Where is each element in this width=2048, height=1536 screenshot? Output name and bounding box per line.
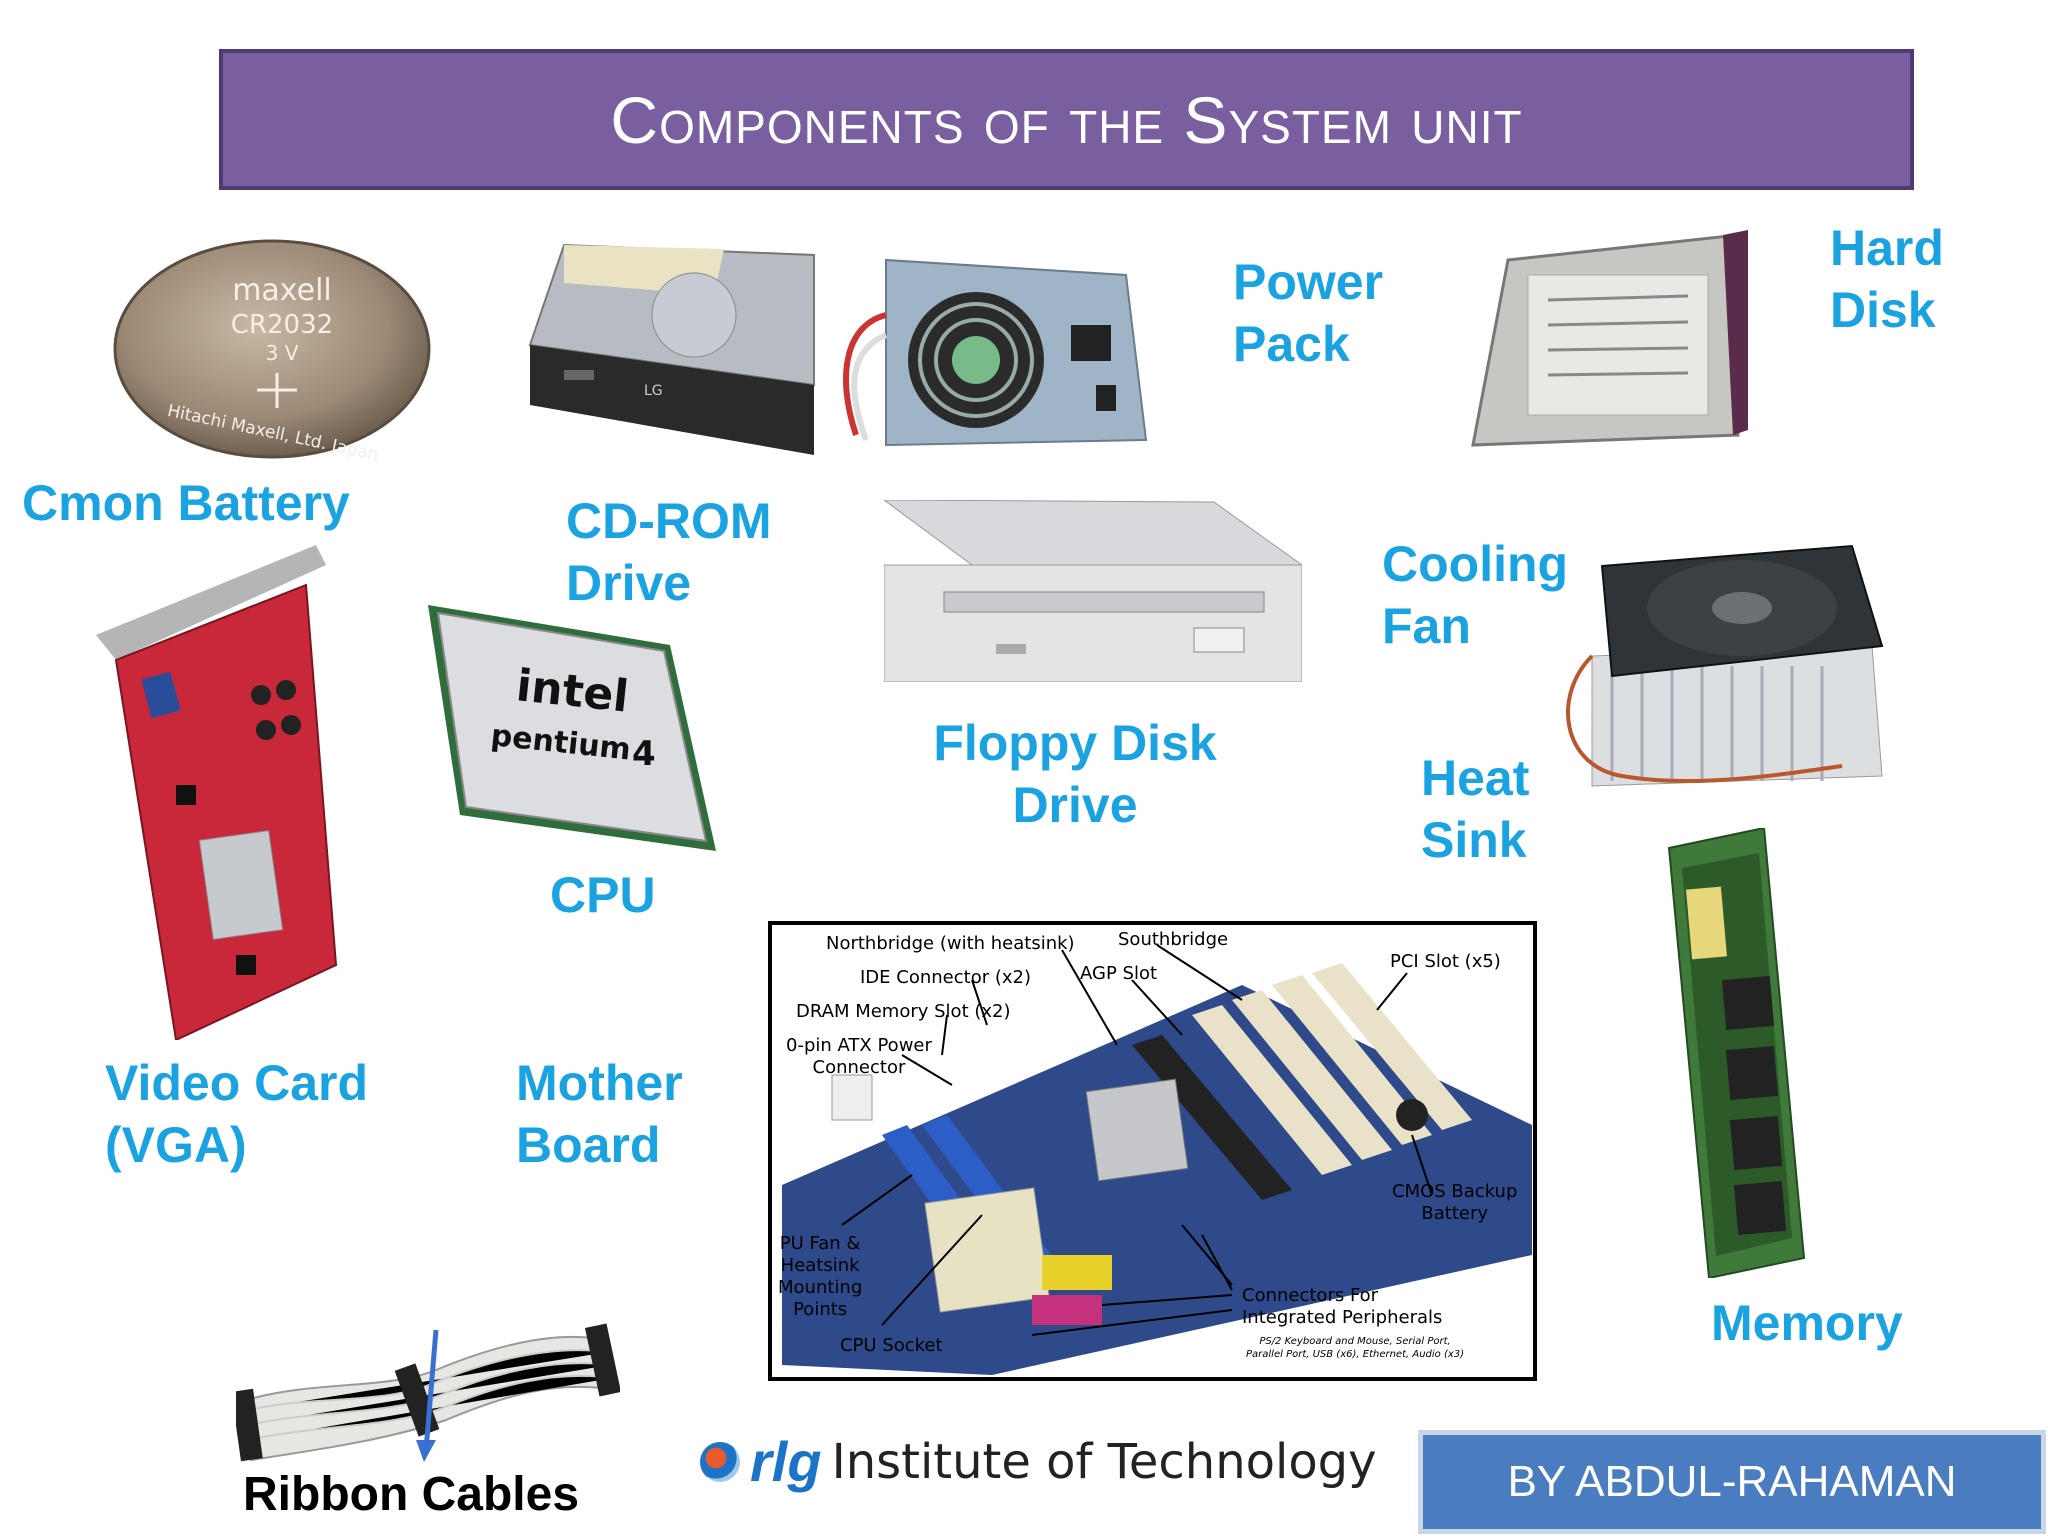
callout-ide: IDE Connector (x2)	[860, 967, 1031, 988]
label-hard-disk: Hard Disk	[1830, 220, 1944, 338]
label-cmos-battery: Cmon Battery	[22, 475, 350, 531]
label-power-pack: Power Pack	[1233, 254, 1384, 372]
svg-text:4: 4	[632, 734, 656, 774]
callout-connectors-note: PS/2 Keyboard and Mouse, Serial Port, Pa…	[1246, 1336, 1465, 1360]
hard-disk-image	[1468, 230, 1748, 450]
cdrom-drive-image: LG	[524, 235, 820, 461]
logo-text: rlg	[750, 1430, 822, 1493]
label-heat-sink: Heat Sink	[1421, 750, 1530, 868]
svg-text:3 V: 3 V	[266, 341, 299, 365]
callout-dram: DRAM Memory Slot (x2)	[796, 1001, 1011, 1022]
svg-text:maxell: maxell	[232, 273, 332, 308]
cpu-image: intel pentium 4	[420, 605, 716, 851]
power-pack-image	[826, 255, 1154, 455]
label-cooling-fan: Cooling Fan	[1382, 536, 1569, 654]
label-mother-board: Mother Board	[516, 1055, 683, 1173]
memory-module-image	[1664, 828, 1808, 1278]
author-name: BY ABDUL-RAHAMAN	[1507, 1457, 1957, 1506]
label-video-card: Video Card (VGA)	[105, 1055, 369, 1173]
title-banner: Components of the System unit	[219, 49, 1914, 190]
logo-swirl-icon	[700, 1442, 740, 1482]
label-cpu: CPU	[550, 867, 656, 923]
callout-cpu-socket: CPU Socket	[840, 1335, 943, 1356]
video-card-image	[86, 545, 366, 1040]
floppy-drive-image	[884, 500, 1302, 682]
svg-text:CR2032: CR2032	[231, 310, 333, 340]
motherboard-diagram: Northbridge (with heatsink) Southbridge …	[768, 921, 1537, 1381]
institute-name: Institute of Technology	[831, 1434, 1377, 1490]
callout-connectors: Connectors For Integrated Peripherals	[1242, 1285, 1443, 1328]
label-floppy-drive: Floppy Disk Drive	[933, 715, 1217, 833]
svg-text:intel: intel	[514, 660, 631, 722]
author-banner: BY ABDUL-RAHAMAN	[1418, 1430, 2046, 1534]
label-memory: Memory	[1711, 1295, 1903, 1351]
callout-southbridge: Southbridge	[1118, 929, 1229, 950]
page-title: Components of the System unit	[610, 82, 1523, 157]
institute-logo: rlg Institute of Technology	[700, 1432, 1377, 1492]
callout-cmos-battery: CMOS Backup Battery	[1392, 1181, 1518, 1224]
svg-text:LG: LG	[644, 383, 663, 399]
cooling-fan-image	[1552, 526, 1894, 804]
callout-atx-power: 0-pin ATX Power Connector	[786, 1035, 932, 1078]
callout-agp: AGP Slot	[1080, 963, 1158, 984]
label-cdrom-drive: CD-ROM Drive	[566, 493, 772, 611]
label-ribbon-cables: Ribbon Cables	[243, 1468, 580, 1521]
cmos-battery-image: maxell CR2032 3 V Hitachi Maxell, Ltd. J…	[112, 238, 434, 460]
callout-cpu-fan: PU Fan & Heatsink Mounting Points	[778, 1233, 863, 1320]
callout-pci: PCI Slot (x5)	[1390, 951, 1501, 972]
ribbon-cable-image	[236, 1300, 620, 1472]
callout-northbridge: Northbridge (with heatsink)	[826, 933, 1075, 954]
